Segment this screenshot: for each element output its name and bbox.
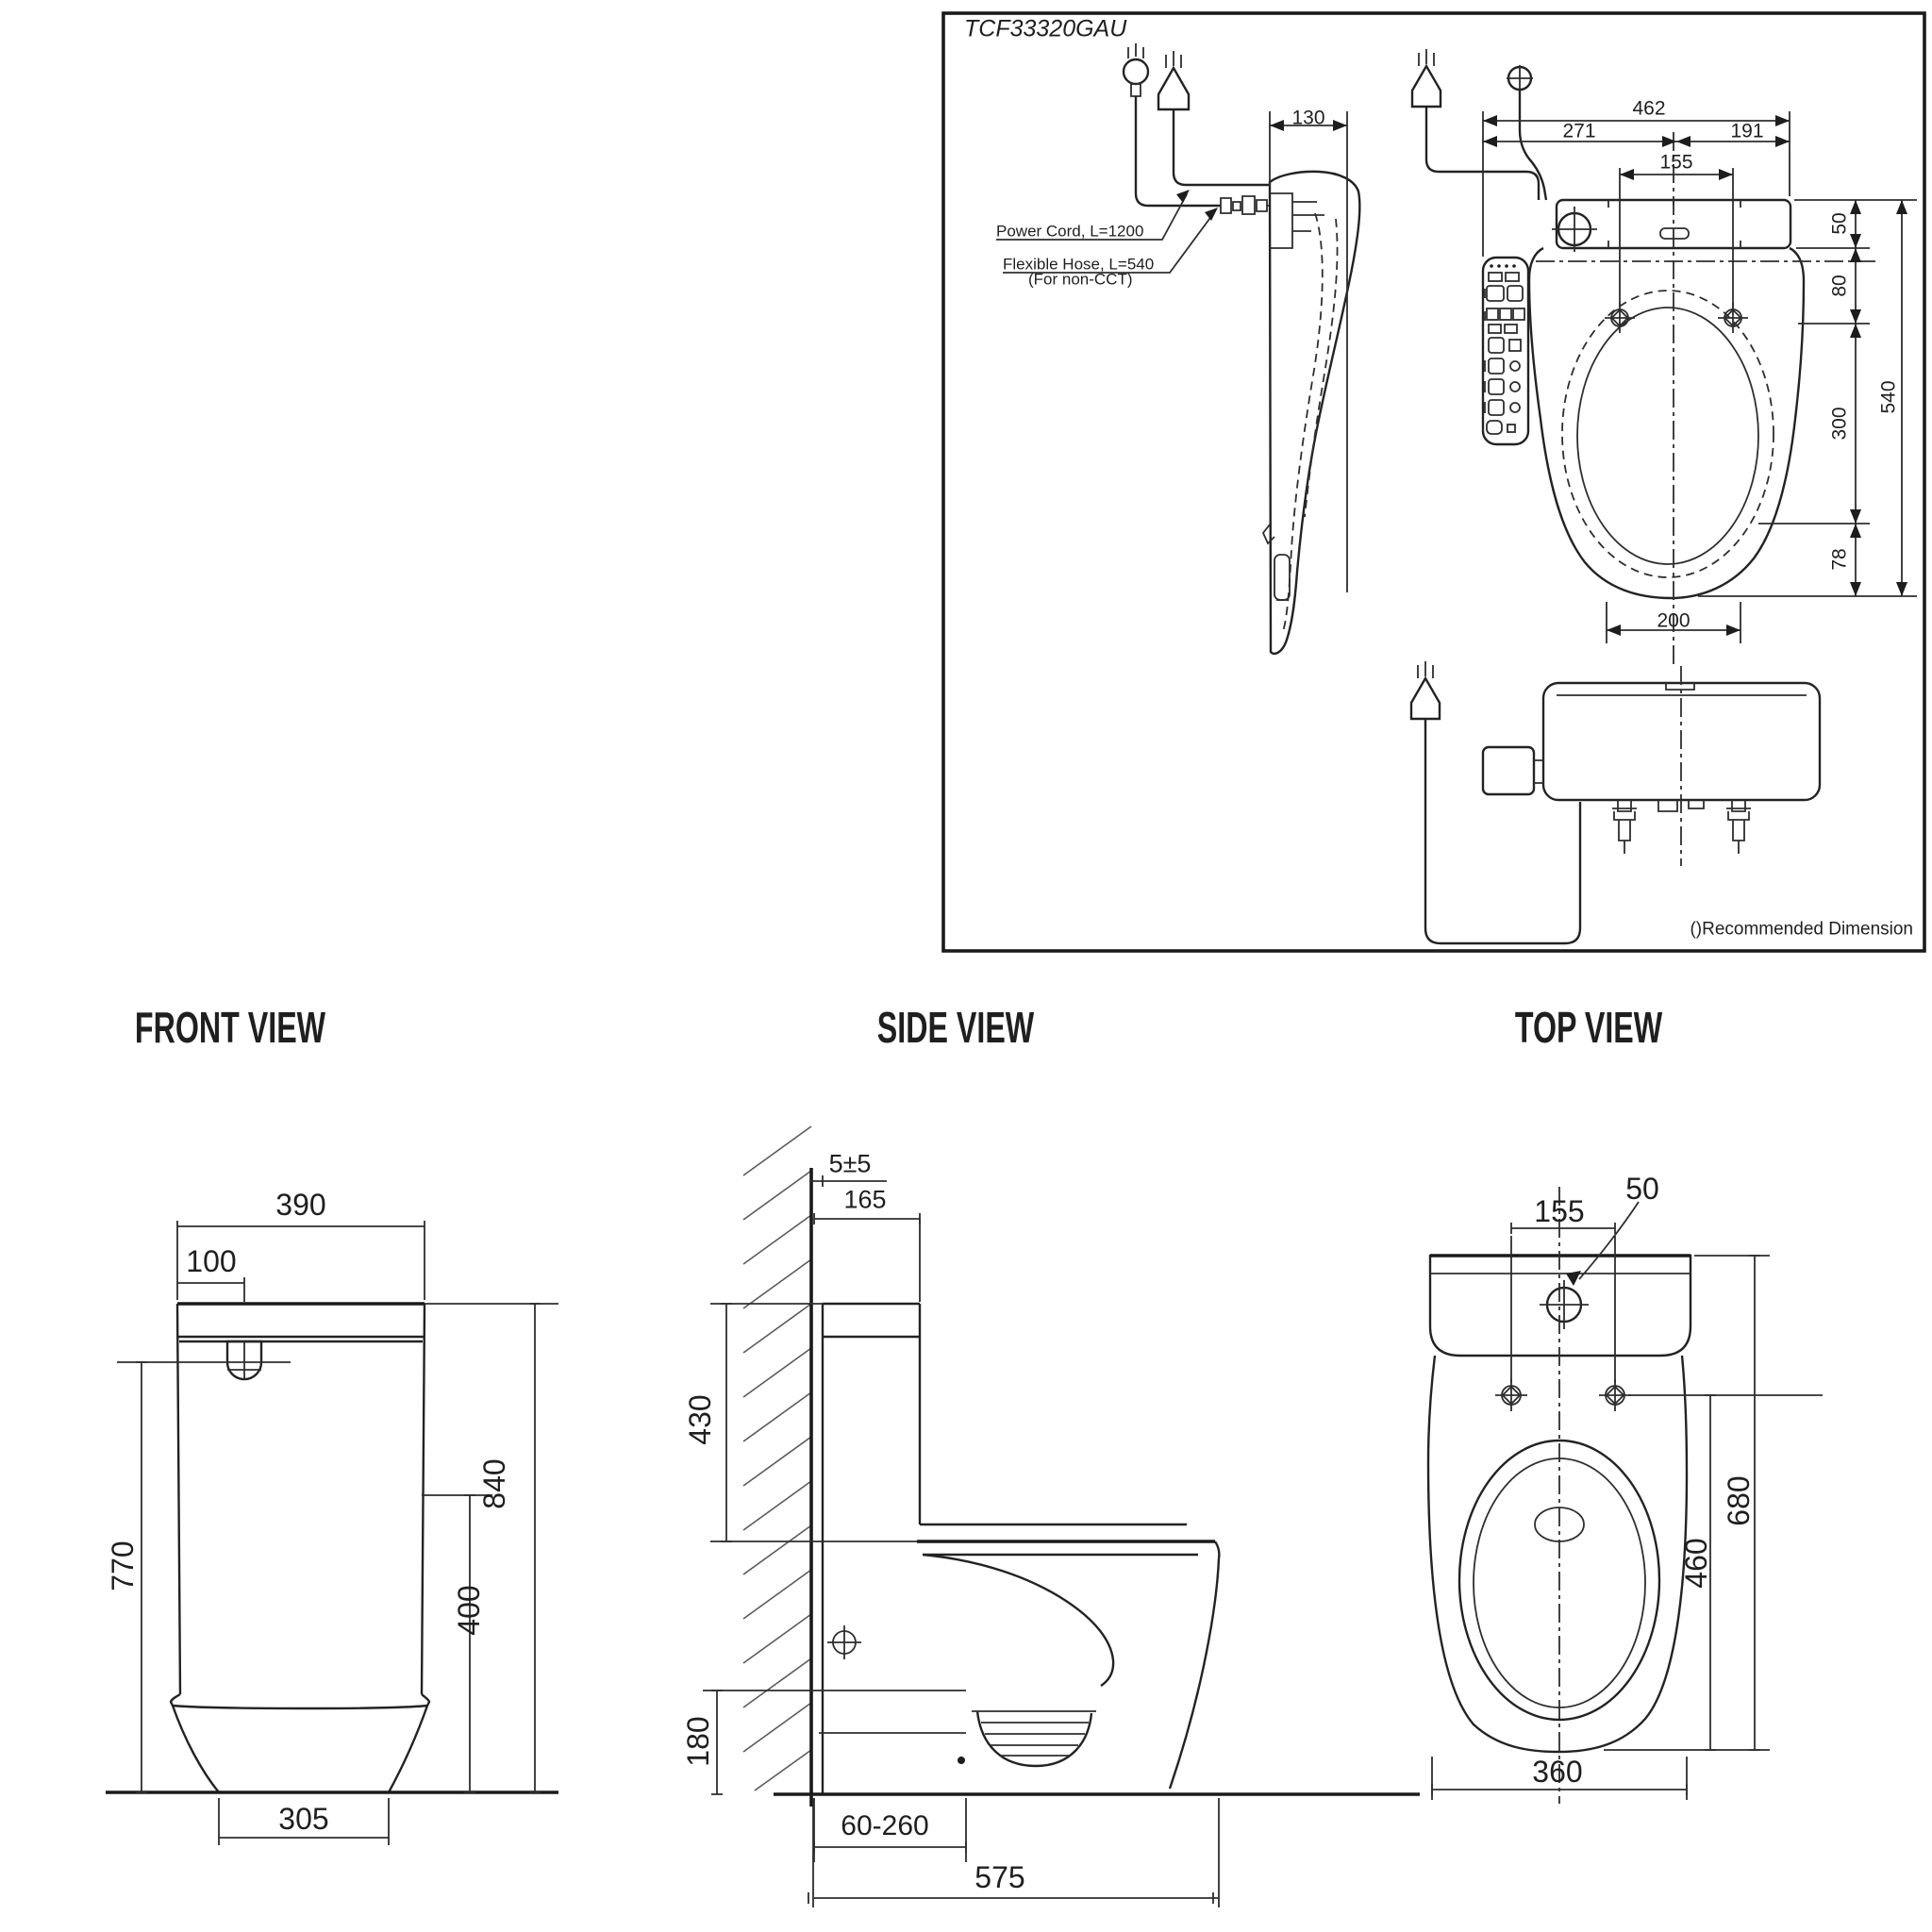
dim-front-840: 840 <box>477 1458 511 1509</box>
power-plug-icon <box>1409 675 1441 721</box>
bolt-hole-icon <box>1605 303 1635 333</box>
washlet-side-drawing <box>996 43 1361 656</box>
dim-washlet-271: 271 <box>1562 120 1596 142</box>
washlet-rear-drawing <box>1409 661 1822 945</box>
bolt-hole-icon <box>1718 303 1748 333</box>
dim-front-305: 305 <box>278 1802 329 1836</box>
dim-front-100: 100 <box>186 1244 237 1278</box>
side-view-drawing <box>703 1125 1420 1907</box>
dim-side-5pm5: 5±5 <box>828 1149 872 1178</box>
hose-label-line2: (For non-CCT) <box>1028 270 1133 289</box>
dim-side-575: 575 <box>974 1860 1025 1894</box>
header-side-view: SIDE VIEW <box>876 1003 1035 1052</box>
dim-top-680: 680 <box>1722 1475 1756 1526</box>
dim-top-360: 360 <box>1532 1755 1583 1789</box>
bolt-hole-icon <box>1495 1379 1527 1411</box>
water-trap-icon <box>972 1710 1096 1768</box>
dim-top-50: 50 <box>1625 1172 1659 1206</box>
bolt-hole-icon <box>1599 1379 1631 1411</box>
brand-mark-icon <box>1659 227 1690 240</box>
dim-washlet-540: 540 <box>1877 380 1900 414</box>
dim-washlet-200: 200 <box>1657 609 1690 632</box>
hose-label-line1: Flexible Hose, L=540 <box>1003 255 1155 274</box>
top-view-drawing <box>1426 1187 1823 1804</box>
dim-washlet-191: 191 <box>1730 120 1764 142</box>
valve-icon <box>1612 800 1637 854</box>
dim-washlet-300: 300 <box>1828 407 1851 441</box>
dim-washlet-50: 50 <box>1828 212 1851 235</box>
panel-title: TCF33320GAU <box>964 15 1127 42</box>
dim-front-390: 390 <box>275 1188 326 1222</box>
spec-panel-border <box>941 11 1926 953</box>
dim-top-155: 155 <box>1534 1194 1585 1228</box>
header-front-view: FRONT VIEW <box>134 1003 326 1052</box>
dim-top-460: 460 <box>1679 1538 1713 1589</box>
dim-front-400: 400 <box>452 1585 486 1636</box>
washlet-top-drawing <box>1410 49 1917 664</box>
recommended-dimension-note: ()Recommended Dimension <box>1690 919 1913 940</box>
header-top-view: TOP VIEW <box>1514 1003 1663 1052</box>
dim-front-770: 770 <box>106 1541 140 1591</box>
power-plug-icon <box>1410 63 1442 108</box>
dim-side-180: 180 <box>681 1716 715 1767</box>
flush-button-icon <box>225 1340 263 1381</box>
dim-side-165: 165 <box>843 1185 887 1214</box>
dim-washlet-155: 155 <box>1659 151 1693 174</box>
inlet-hole-icon <box>1540 1280 1589 1329</box>
dim-side-430: 430 <box>683 1394 717 1445</box>
round-plug-icon <box>1122 58 1150 86</box>
dim-washlet-80: 80 <box>1828 275 1851 297</box>
dim-washlet-78: 78 <box>1828 548 1851 571</box>
wall-hatching <box>742 1125 813 1807</box>
valve-icon <box>1726 800 1751 854</box>
dim-washlet-130: 130 <box>1291 107 1325 129</box>
dim-side-60-260: 60-260 <box>841 1810 929 1841</box>
fixing-point-icon <box>827 1625 861 1659</box>
remote-control-icon <box>1481 256 1530 446</box>
dim-washlet-462: 462 <box>1632 97 1666 120</box>
power-plug-icon <box>1157 65 1191 111</box>
front-view-drawing <box>106 1221 558 1845</box>
power-cord-label: Power Cord, L=1200 <box>996 222 1144 241</box>
